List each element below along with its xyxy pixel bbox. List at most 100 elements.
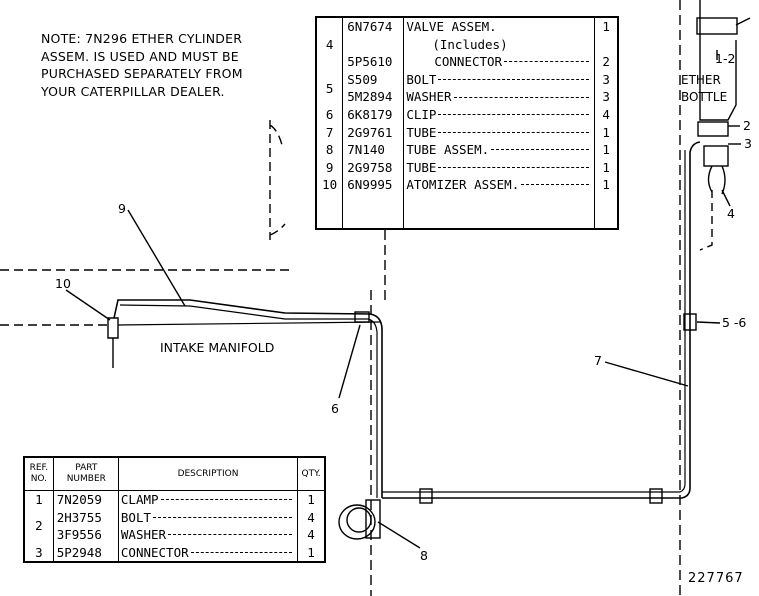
description-cell: WASHER [403, 88, 596, 106]
ref-cell: 4 [316, 17, 344, 71]
ether-cylinder-note: NOTE: 7N296 ETHER CYLINDER ASSEM. IS USE… [41, 31, 243, 99]
description-text: BOLT [406, 71, 437, 87]
intake-manifold-label: INTAKE MANIFOLD [160, 340, 275, 355]
tube-coil-8b [346, 507, 372, 533]
leader-8 [377, 521, 421, 549]
qty-cell: 1 [602, 124, 610, 140]
ref-cell: 1 [24, 490, 54, 509]
qty-cell: 4 [307, 509, 315, 525]
leader-dashes [438, 163, 590, 168]
qty-cell: 4 [602, 106, 610, 122]
ref-cell: 9 [316, 158, 344, 177]
callout-9: 9 [118, 201, 126, 216]
clip-56 [683, 313, 697, 331]
leader-6 [338, 324, 361, 399]
coil-connector [365, 499, 381, 539]
part-number-cell: 5P2948 [53, 543, 119, 562]
qty-cell: 3 [602, 71, 610, 87]
part-number-cell: 2G9761 [342, 123, 405, 142]
ref-cell: 5 [316, 70, 344, 106]
clip-2 [649, 488, 663, 504]
tube-coil-8 [338, 504, 376, 540]
qty-cell [595, 36, 618, 54]
drawing-number: 227767 [688, 571, 744, 586]
callout-1-2: 1-2 [715, 51, 736, 66]
qty-cell: 1 [602, 177, 610, 193]
table-row: (Includes) [316, 35, 618, 54]
callout-2: 2 [743, 118, 751, 133]
description-text: BOLT [120, 509, 152, 525]
ref-cell: 8 [316, 141, 344, 159]
description-cell: ATOMIZER ASSEM. [403, 176, 596, 194]
leader-dashes [438, 75, 590, 81]
callout-8: 8 [420, 548, 428, 563]
description-cell: TUBE ASSEM. [403, 141, 596, 159]
ref-cell: 3 [24, 543, 54, 562]
description-cell: CLIP [403, 105, 596, 124]
ref-no-header: REF. NO. [24, 457, 54, 491]
part-number-cell: 5P5610 [342, 53, 405, 71]
part-number-cell [342, 35, 405, 54]
callout-7: 7 [594, 353, 602, 368]
description-text: ATOMIZER ASSEM. [406, 177, 520, 193]
part-number-cell: S509 [342, 70, 405, 89]
leader-dashes [190, 548, 293, 553]
leader-dashes [438, 110, 590, 116]
part-number-cell: 3F9556 [53, 526, 119, 544]
description-cell: (Includes) [403, 35, 596, 54]
part-number-cell: 6N7674 [342, 17, 405, 36]
leader-56 [696, 321, 721, 324]
part-number-cell: 2G9758 [342, 158, 405, 177]
description-cell: CONNECTOR [118, 543, 299, 562]
qty-cell: 1 [602, 19, 610, 35]
leader-dashes [491, 145, 590, 151]
qty-cell: 1 [307, 492, 315, 507]
leader-7 [604, 361, 689, 387]
leader-10 [65, 289, 111, 321]
clip-3 [354, 311, 370, 323]
description-cell: WASHER [118, 526, 299, 544]
leader-dashes [453, 93, 590, 98]
leader-dashes [521, 180, 590, 186]
tube-7 [382, 141, 701, 499]
part-number-header: PART NUMBER [53, 457, 119, 491]
description-cell: VALVE ASSEM. [403, 17, 596, 36]
part-number-cell: 5M2894 [342, 88, 405, 106]
description-cell: TUBE [403, 158, 596, 177]
leader-4 [721, 189, 731, 207]
description-text: CLIP [406, 106, 437, 122]
description-cell: BOLT [118, 508, 299, 526]
qty-cell: 1 [307, 544, 315, 560]
callout-10: 10 [55, 276, 71, 291]
qty-cell: 1 [602, 159, 610, 175]
part-number-cell: 7N140 [342, 141, 405, 159]
bottle-clamp [696, 17, 738, 35]
description-cell: CLAMP [118, 490, 299, 509]
leader-9 [127, 209, 186, 307]
description-text: CLAMP [120, 492, 159, 507]
ether-bottle-label: ETHER BOTTLE [681, 73, 728, 104]
leader-dashes [153, 513, 293, 518]
tube-9 [113, 299, 383, 498]
manifold-outline [117, 321, 381, 326]
description-text: WASHER [120, 527, 167, 542]
table-header-row: REF. NO. PART NUMBER DESCRIPTION QTY. [24, 457, 325, 491]
callout-3: 3 [744, 136, 752, 151]
part-number-cell: 2H3755 [53, 508, 119, 526]
ref-cell: 7 [316, 123, 344, 142]
description-text: CONNECTOR [434, 54, 503, 70]
qty-cell: 1 [602, 142, 610, 158]
atomizer-10 [107, 317, 119, 368]
